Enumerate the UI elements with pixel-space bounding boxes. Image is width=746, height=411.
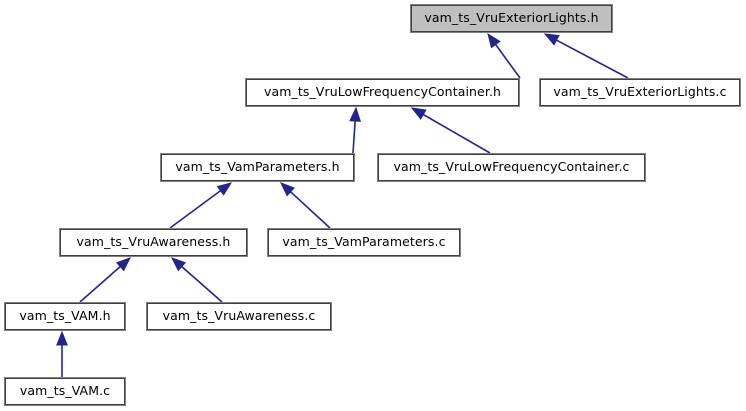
graph-node-vam-ts-vruexteriorlights-c[interactable]: vam_ts_VruExteriorLights.c bbox=[539, 78, 741, 107]
graph-node-vam-ts-vruawareness-h[interactable]: vam_ts_VruAwareness.h bbox=[59, 228, 248, 257]
graph-edge-n1-to-n0 bbox=[487, 32, 521, 79]
graph-node-label: vam_ts_VruLowFrequencyContainer.c bbox=[393, 159, 630, 174]
graph-node-label: vam_ts_VruExteriorLights.h bbox=[424, 10, 599, 25]
graph-node-label: vam_ts_VAM.h bbox=[19, 308, 111, 323]
graph-node-vam-ts-vam-c[interactable]: vam_ts_VAM.c bbox=[4, 377, 126, 406]
graph-node-vam-ts-vruawareness-c[interactable]: vam_ts_VruAwareness.c bbox=[146, 302, 332, 331]
graph-node-label: vam_ts_VAM.c bbox=[19, 383, 111, 398]
graph-node-label: vam_ts_VruExteriorLights.c bbox=[553, 84, 727, 99]
graph-node-label: vam_ts_VruAwareness.c bbox=[162, 308, 316, 323]
graph-node-label: vam_ts_VruLowFrequencyContainer.h bbox=[263, 84, 502, 99]
graph-node-vam-ts-vamparameters-c[interactable]: vam_ts_VamParameters.c bbox=[267, 228, 461, 257]
graph-edge-n9-to-n7 bbox=[56, 330, 68, 377]
graph-node-label: vam_ts_VamParameters.c bbox=[282, 234, 446, 249]
graph-edge-n7-to-n5 bbox=[79, 257, 132, 303]
graph-node-label: vam_ts_VruAwareness.h bbox=[76, 234, 231, 249]
graph-edge-n8-to-n5 bbox=[170, 257, 223, 303]
graph-edge-n2-to-n0 bbox=[543, 33, 629, 79]
graph-edge-n5-to-n3 bbox=[169, 182, 233, 229]
graph-edge-n3-to-n1 bbox=[349, 106, 362, 154]
graph-node-vam-ts-vamparameters-h[interactable]: vam_ts_VamParameters.h bbox=[160, 153, 355, 182]
graph-node-label: vam_ts_VamParameters.h bbox=[175, 159, 340, 174]
graph-node-vam-ts-vam-h[interactable]: vam_ts_VAM.h bbox=[4, 302, 126, 331]
graph-node-vam-ts-vrulowfrequencycontainer-h[interactable]: vam_ts_VruLowFrequencyContainer.h bbox=[245, 78, 520, 107]
graph-node-vam-ts-vrulowfrequencycontainer-c[interactable]: vam_ts_VruLowFrequencyContainer.c bbox=[377, 153, 646, 182]
graph-node-vam-ts-vruexteriorlights-h[interactable]: vam_ts_VruExteriorLights.h bbox=[410, 4, 613, 33]
graph-edge-n4-to-n1 bbox=[410, 107, 491, 154]
graph-edge-n6-to-n3 bbox=[280, 182, 331, 229]
